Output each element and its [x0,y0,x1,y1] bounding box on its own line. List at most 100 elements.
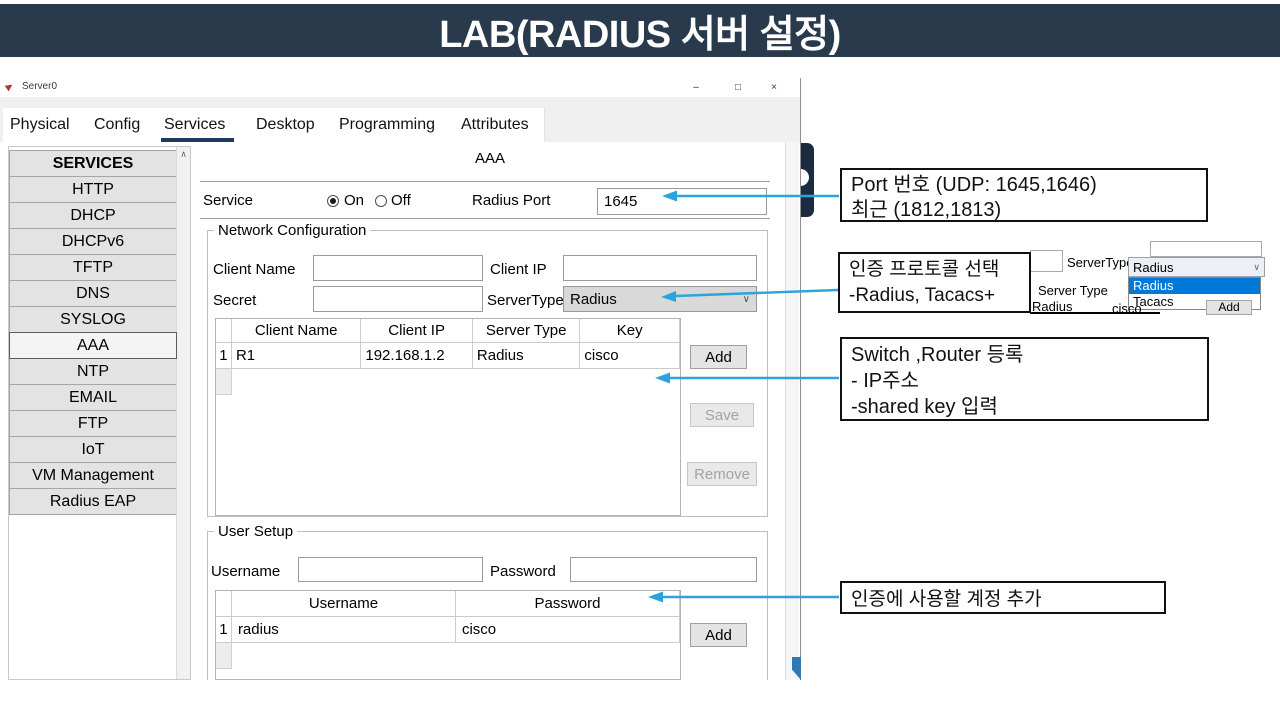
secret-label: Secret [213,292,257,309]
tab-bar: Physical Config Services Desktop Program… [0,108,800,142]
sidebar-item-email[interactable]: EMAIL [9,384,177,411]
add-client-button[interactable]: Add [690,345,747,369]
servertype-dropdown-snippet: ServerType Radius ∨ Radius Tacacs Server… [1030,241,1277,315]
background-fragment [792,657,801,680]
app-icon: ▶ [3,80,15,93]
snippet-col-value: Radius [1032,299,1073,314]
close-button[interactable]: × [771,82,777,93]
sidebar-header-services: SERVICES [9,150,177,177]
network-configuration-legend: Network Configuration [214,222,371,239]
sidebar-item-dhcpv6[interactable]: DHCPv6 [9,228,177,255]
slide-title: LAB(RADIUS 서버 설정) [439,14,841,56]
divider [200,181,770,182]
snippet-servertype-select: Radius ∨ [1128,257,1265,277]
users-table: Username Password 1 radius cisco [215,590,681,680]
sidebar-item-aaa[interactable]: AAA [9,332,177,359]
username-input[interactable] [298,557,483,582]
snippet-partial-input [1150,241,1262,257]
network-configuration-group: Network Configuration [207,222,768,517]
server0-window: ▶ Server0 – □ × Physical Config Services… [0,78,801,680]
password-label: Password [490,563,556,580]
main-panel-scrollbar[interactable] [785,142,799,680]
sidebar-item-radius-eap[interactable]: Radius EAP [9,488,177,515]
sidebar-item-ntp[interactable]: NTP [9,358,177,385]
radius-port-label: Radius Port [472,192,551,209]
aaa-panel-title: AAA [474,150,505,167]
table-row[interactable]: 1 R1 192.168.1.2 Radius cisco [216,343,680,369]
maximize-button[interactable]: □ [734,82,742,93]
servertype-value: Radius [570,290,617,308]
cell-server-type: Radius [472,343,581,369]
user-setup-legend: User Setup [214,523,298,540]
client-ip-input[interactable] [563,255,757,281]
sidebar-scrollbar[interactable]: ∧ [176,147,190,679]
cell-username: radius [231,617,456,643]
service-off-label[interactable]: Off [391,192,411,209]
tab-config[interactable]: Config [94,116,141,133]
col-username: Username [231,591,456,617]
scroll-up-icon[interactable]: ∧ [180,149,187,159]
annotation-port-numbers: Port 번호 (UDP: 1645,1646) 최근 (1812,1813) [840,168,1208,222]
empty-row-header [216,369,232,395]
clients-table: Client Name Client IP Server Type Key 1 … [215,318,681,516]
tab-services[interactable]: Services [161,116,235,142]
snippet-key-value: cisco [1112,301,1142,315]
cell-client-ip: 192.168.1.2 [361,343,473,369]
client-name-label: Client Name [213,261,296,278]
sidebar-item-iot[interactable]: IoT [9,436,177,463]
sidebar-item-syslog[interactable]: SYSLOG [9,306,177,333]
snippet-option-tacacs: Tacacs [1133,294,1174,309]
cell-password: cisco [455,617,680,643]
col-server-type: Server Type [472,319,581,343]
chevron-down-icon: ∨ [1253,261,1260,272]
divider [200,218,770,219]
minimize-button[interactable]: – [693,82,699,93]
tab-physical[interactable]: Physical [10,116,70,133]
empty-row-header [216,643,232,669]
tab-programming[interactable]: Programming [339,116,436,133]
remove-client-button[interactable]: Remove [687,462,757,486]
annotation-register-devices: Switch ,Router 등록 - IP주소 -shared key 입력 [840,337,1209,421]
col-client-name: Client Name [231,319,362,343]
sidebar-item-ftp[interactable]: FTP [9,410,177,437]
chevron-down-icon: ∨ [742,293,750,305]
radius-port-input[interactable] [597,188,767,215]
tab-desktop[interactable]: Desktop [256,116,315,133]
client-name-input[interactable] [313,255,483,281]
cell-client-name: R1 [231,343,362,369]
sidebar-item-http[interactable]: HTTP [9,176,177,203]
titlebar-separator [0,97,800,108]
col-password: Password [455,591,680,617]
snippet-servertype-label: ServerType [1067,255,1134,270]
sidebar-item-dns[interactable]: DNS [9,280,177,307]
window-titlebar: ▶ Server0 – □ × [0,78,800,97]
sidebar-item-vm-management[interactable]: VM Management [9,462,177,489]
servertype-label: ServerType [487,292,564,309]
cell-key: cisco [580,343,680,369]
sidebar-item-dhcp[interactable]: DHCP [9,202,177,229]
add-user-button[interactable]: Add [690,623,747,647]
save-client-button[interactable]: Save [690,403,754,427]
services-sidebar: SERVICES HTTP DHCP DHCPv6 TFTP DNS SYSLO… [8,146,191,680]
snippet-table-border [1030,312,1160,314]
tab-attributes[interactable]: Attributes [461,116,529,133]
servertype-select[interactable]: Radius ∨ [563,286,757,312]
snippet-partial-input [1030,250,1063,272]
window-title: Server0 [22,81,58,92]
services-list: SERVICES HTTP DHCP DHCPv6 TFTP DNS SYSLO… [9,150,177,515]
sidebar-item-tftp[interactable]: TFTP [9,254,177,281]
table-row[interactable]: 1 radius cisco [216,617,680,643]
service-off-radio[interactable] [375,195,387,207]
snippet-option-radius: Radius [1129,278,1260,294]
snippet-col-header: Server Type [1038,283,1108,298]
slide-title-banner: LAB(RADIUS 서버 설정) [0,4,1280,57]
service-on-label[interactable]: On [344,192,365,209]
tab-strip-background [3,108,545,142]
background-logo-fragment [801,143,814,217]
user-setup-group: User Setup [207,523,768,680]
password-input[interactable] [570,557,757,582]
secret-input[interactable] [313,286,483,312]
service-on-radio[interactable] [327,195,339,207]
clients-table-header-row: Client Name Client IP Server Type Key [216,319,680,343]
